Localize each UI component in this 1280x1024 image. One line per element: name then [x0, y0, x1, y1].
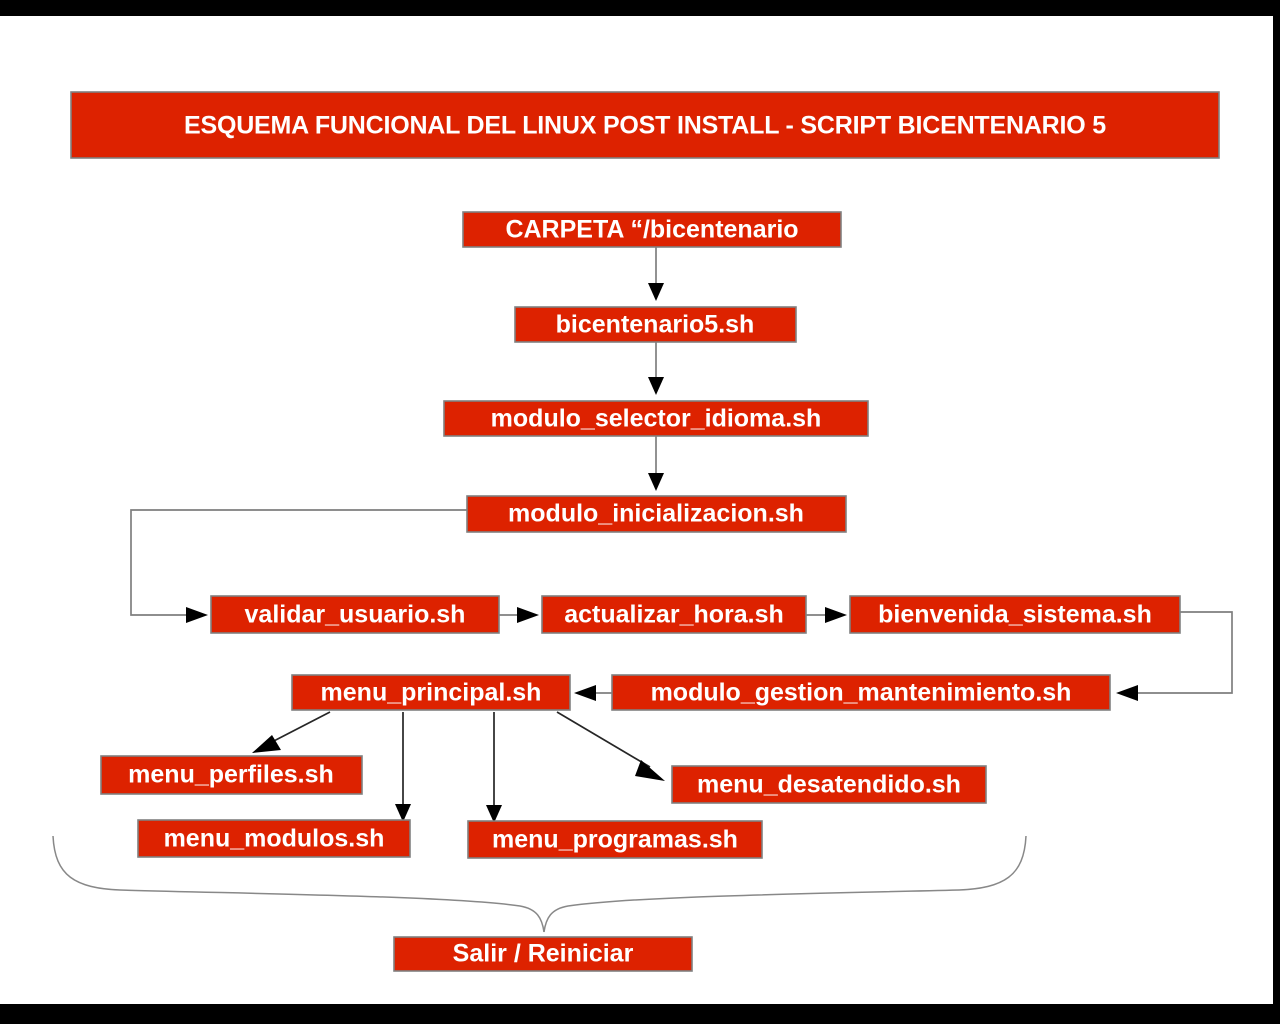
edge-principal-desatendido	[556, 711, 665, 781]
node-label-menu-perfiles: menu_perfiles.sh	[128, 761, 334, 789]
node-bicentenario5[interactable]: bicentenario5.sh	[514, 306, 797, 343]
edge-principal-programas	[486, 712, 502, 823]
node-label-modulo-selector-idioma: modulo_selector_idioma.sh	[491, 405, 822, 433]
edge-selector-inicializacion	[648, 436, 664, 491]
node-label-actualizar-hora: actualizar_hora.sh	[564, 601, 784, 629]
node-label-modulo-inicializacion: modulo_inicializacion.sh	[508, 500, 804, 528]
node-menu-perfiles[interactable]: menu_perfiles.sh	[100, 755, 363, 795]
edge-menus-salir-brace	[52, 835, 1027, 933]
node-menu-desatendido[interactable]: menu_desatendido.sh	[671, 765, 987, 804]
node-bienvenida-sistema[interactable]: bienvenida_sistema.sh	[849, 595, 1181, 634]
edge-bicentenario5-selector	[648, 342, 664, 395]
node-label-menu-modulos: menu_modulos.sh	[164, 825, 385, 853]
node-salir-reiniciar[interactable]: Salir / Reiniciar	[393, 936, 693, 972]
node-label-salir-reiniciar: Salir / Reiniciar	[453, 940, 634, 968]
edge-carpeta-bicentenario5	[648, 247, 664, 301]
node-label-bicentenario5: bicentenario5.sh	[556, 311, 755, 339]
connectors	[52, 247, 1233, 933]
node-menu-programas[interactable]: menu_programas.sh	[467, 820, 763, 859]
node-modulo-selector-idioma[interactable]: modulo_selector_idioma.sh	[443, 400, 869, 437]
page-title: ESQUEMA FUNCIONAL DEL LINUX POST INSTALL…	[184, 112, 1106, 140]
node-label-bienvenida-sistema: bienvenida_sistema.sh	[878, 601, 1152, 629]
node-menu-principal[interactable]: menu_principal.sh	[291, 674, 571, 711]
node-modulo-gestion-mantenimiento[interactable]: modulo_gestion_mantenimiento.sh	[611, 674, 1111, 711]
node-menu-modulos[interactable]: menu_modulos.sh	[137, 819, 411, 858]
node-label-menu-principal: menu_principal.sh	[321, 679, 542, 707]
edge-principal-perfiles	[252, 711, 331, 753]
title-banner: ESQUEMA FUNCIONAL DEL LINUX POST INSTALL…	[70, 91, 1220, 159]
edge-principal-modulos	[395, 712, 411, 822]
node-carpeta[interactable]: CARPETA “/bicentenario	[462, 211, 842, 248]
edge-hora-bienvenida	[806, 607, 847, 623]
edge-inicializacion-validar	[130, 509, 467, 623]
diagram-canvas: ESQUEMA FUNCIONAL DEL LINUX POST INSTALL…	[0, 16, 1273, 1004]
node-label-menu-programas: menu_programas.sh	[492, 826, 738, 854]
node-label-carpeta: CARPETA “/bicentenario	[505, 216, 798, 244]
edge-gestion-principal	[574, 685, 612, 701]
edge-validar-hora	[499, 607, 539, 623]
node-modulo-inicializacion[interactable]: modulo_inicializacion.sh	[466, 495, 847, 533]
node-label-menu-desatendido: menu_desatendido.sh	[697, 771, 961, 799]
node-label-modulo-gestion-mantenimiento: modulo_gestion_mantenimiento.sh	[651, 679, 1072, 707]
flowchart-svg: ESQUEMA FUNCIONAL DEL LINUX POST INSTALL…	[52, 91, 1233, 972]
node-label-validar-usuario: validar_usuario.sh	[245, 601, 466, 629]
node-validar-usuario[interactable]: validar_usuario.sh	[210, 595, 500, 634]
node-actualizar-hora[interactable]: actualizar_hora.sh	[541, 595, 807, 634]
edge-bienvenida-gestion	[1116, 611, 1233, 701]
